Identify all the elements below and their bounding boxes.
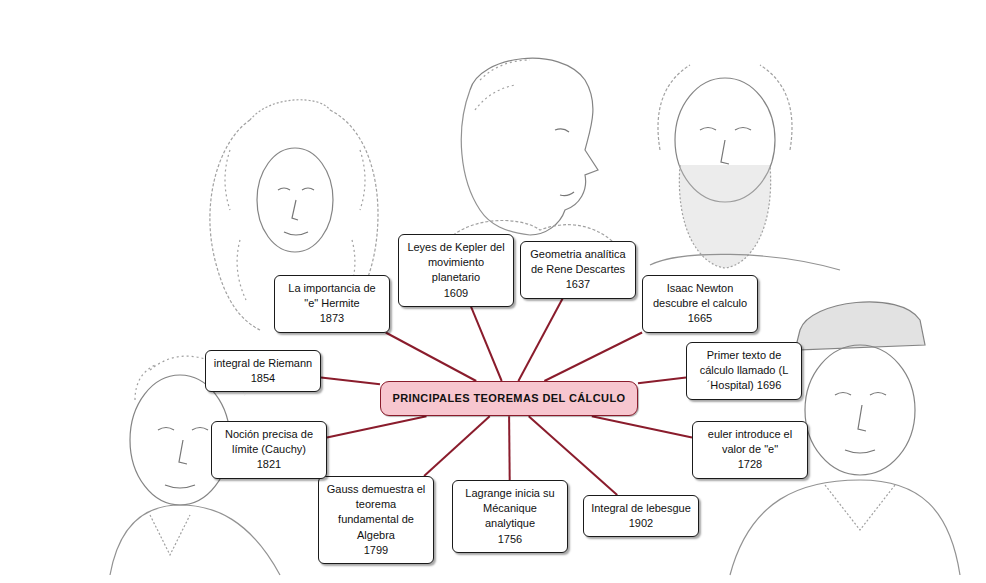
topic-box: Leyes de Kepler del movimiento planetari… bbox=[398, 234, 514, 307]
connector-line bbox=[638, 378, 686, 384]
topic-box: Lagrange inicia su Mécanique analytique1… bbox=[452, 480, 568, 553]
topic-text: Leyes de Kepler del movimiento planetari… bbox=[405, 240, 507, 286]
connector-line bbox=[321, 378, 380, 385]
central-topic: PRINCIPALES TEOREMAS DEL CÁLCULO bbox=[380, 381, 638, 416]
topic-box: Primer texto de cálculo llamado (L´Hospi… bbox=[686, 342, 802, 400]
year-text: 1821 bbox=[218, 457, 320, 472]
connector-line bbox=[471, 307, 502, 381]
connector-line bbox=[592, 416, 692, 437]
topic-text: Isaac Newton descubre el calculo bbox=[649, 281, 751, 311]
year-text: 1665 bbox=[649, 311, 751, 326]
connector-line bbox=[544, 333, 642, 382]
topic-box: Gauss demuestra el teorema fundamental d… bbox=[318, 476, 434, 564]
year-text: 1873 bbox=[281, 311, 383, 326]
year-text: 1609 bbox=[405, 286, 507, 301]
topic-text: La importancia de "e" Hermite bbox=[281, 281, 383, 311]
topic-text: Geometria analítica de Rene Descartes bbox=[527, 247, 629, 277]
connector-line bbox=[424, 416, 490, 476]
topic-box: Integral de lebesgue1902 bbox=[583, 495, 699, 537]
topic-box: La importancia de "e" Hermite1873 bbox=[274, 275, 390, 333]
topic-text: euler introduce el valor de "e" bbox=[699, 427, 801, 457]
topic-text: Primer texto de cálculo llamado (L´Hospi… bbox=[693, 348, 795, 394]
topic-text: PRINCIPALES TEOREMAS DEL CÁLCULO bbox=[389, 391, 629, 406]
topic-text: Integral de lebesgue bbox=[590, 501, 692, 516]
year-text: 1902 bbox=[590, 516, 692, 531]
year-text: 1799 bbox=[325, 543, 427, 558]
year-text: 1854 bbox=[212, 371, 314, 386]
connector-line bbox=[386, 333, 477, 382]
connector-line bbox=[518, 299, 562, 382]
topic-text: Lagrange inicia su Mécanique analytique bbox=[459, 486, 561, 532]
topic-box: Isaac Newton descubre el calculo1665 bbox=[642, 275, 758, 333]
topic-box: integral de Riemann1854 bbox=[205, 350, 321, 392]
portrait-profile bbox=[440, 58, 620, 250]
connector-line bbox=[327, 416, 427, 437]
year-text: 1637 bbox=[527, 277, 629, 292]
topic-text: Noción precisa de límite (Cauchy) bbox=[218, 427, 320, 457]
topic-box: Noción precisa de límite (Cauchy)1821 bbox=[211, 421, 327, 479]
topic-box: Geometria analítica de Rene Descartes163… bbox=[520, 241, 636, 299]
year-text: 1756 bbox=[459, 532, 561, 547]
topic-text: Gauss demuestra el teorema fundamental d… bbox=[325, 482, 427, 543]
topic-text: integral de Riemann bbox=[212, 356, 314, 371]
portrait-beard bbox=[650, 65, 840, 270]
year-text: 1728 bbox=[699, 457, 801, 472]
topic-box: euler introduce el valor de "e"1728 bbox=[692, 421, 808, 479]
connector-line bbox=[508, 416, 511, 480]
